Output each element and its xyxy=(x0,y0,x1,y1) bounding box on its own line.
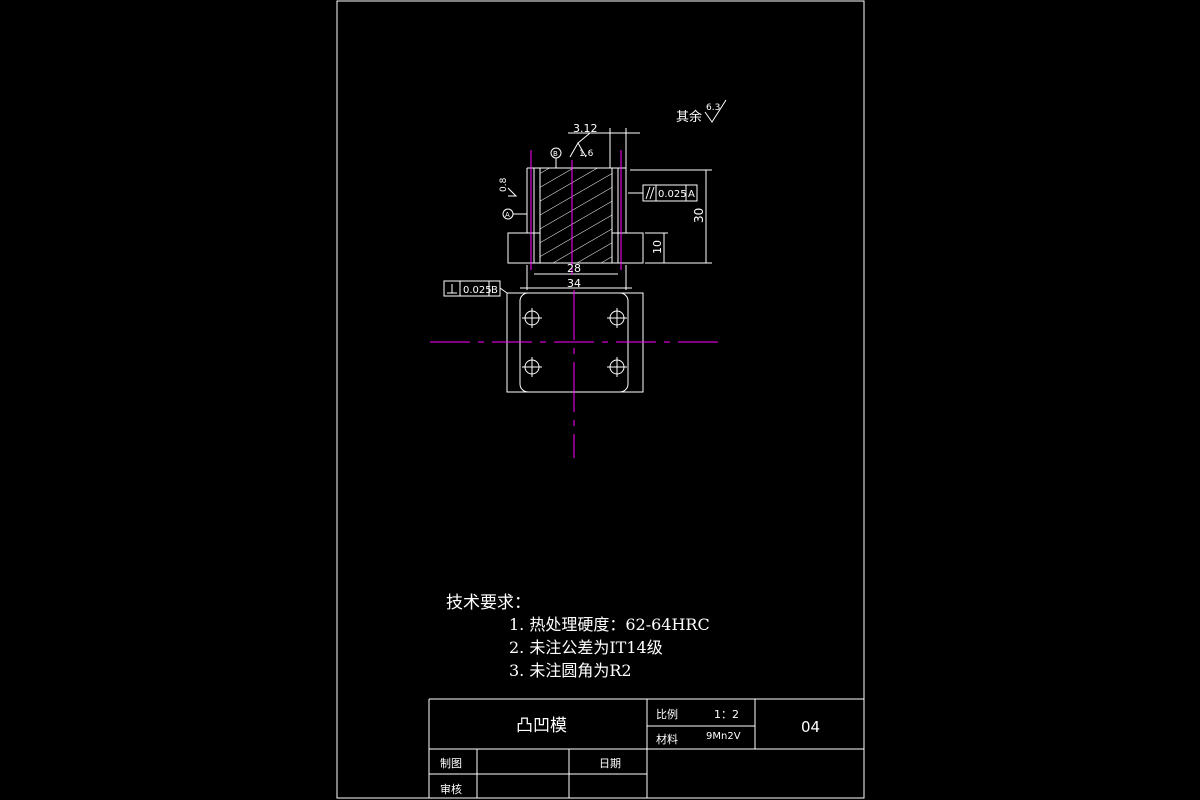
roughness-rest-value: 6.3 xyxy=(706,103,720,113)
scale-value: 1：2 xyxy=(714,708,739,721)
tol-parallel-datum: A xyxy=(688,189,695,200)
dim-offset: 3.12 xyxy=(573,122,598,135)
note-item-3: 3. 未注圆角为R2 xyxy=(509,661,632,680)
drawn-label: 制图 xyxy=(440,757,462,770)
part-name: 凸凹模 xyxy=(516,716,567,736)
roughness-rest-label: 其余 xyxy=(676,109,702,125)
section-hatch xyxy=(539,167,613,264)
tol-perp-datum: B xyxy=(491,285,498,296)
dim-width-inner: 28 xyxy=(567,262,581,275)
scale-label: 比例 xyxy=(656,708,678,721)
datum-b-label: B xyxy=(553,150,558,158)
tol-parallel-frame xyxy=(642,184,698,202)
roughness-symbol-left xyxy=(507,187,518,197)
sheet-border xyxy=(336,0,865,799)
drawing-text: 其余 6.3 3.12 1.6 B A 0.8 0.025 A 30 10 28… xyxy=(463,103,720,296)
date-label: 日期 xyxy=(599,757,621,770)
front-view xyxy=(502,99,727,290)
top-view xyxy=(443,280,644,393)
drawing-number: 04 xyxy=(801,718,821,736)
dim-width-outer: 34 xyxy=(567,277,581,290)
notes-title: 技术要求： xyxy=(446,593,531,613)
material-label: 材料 xyxy=(656,733,678,746)
roughness-left-value: 0.8 xyxy=(499,177,509,192)
tol-perp-leader xyxy=(499,287,508,294)
material-value: 9Mn2V xyxy=(706,731,741,742)
checked-label: 审核 xyxy=(440,783,462,796)
roughness-top-value: 1.6 xyxy=(579,149,594,159)
dim-base-height: 10 xyxy=(651,240,664,254)
parallel-symbol-a xyxy=(645,186,651,200)
note-item-2: 2. 未注公差为IT14级 xyxy=(509,638,663,657)
dim-height: 30 xyxy=(692,208,706,223)
top-centerlines xyxy=(430,290,725,458)
body-outline xyxy=(507,167,644,264)
tol-perp-value: 0.025 xyxy=(463,285,492,296)
roughness-symbol-rest xyxy=(704,99,727,123)
datum-a-label: A xyxy=(505,211,510,219)
parallel-symbol-b xyxy=(649,186,655,200)
front-centerlines xyxy=(530,150,622,275)
note-item-1: 1. 热处理硬度：62-64HRC xyxy=(509,615,710,634)
roughness-leader-top xyxy=(577,132,591,144)
title-block xyxy=(428,698,864,798)
tol-parallel-value: 0.025 xyxy=(658,189,687,200)
